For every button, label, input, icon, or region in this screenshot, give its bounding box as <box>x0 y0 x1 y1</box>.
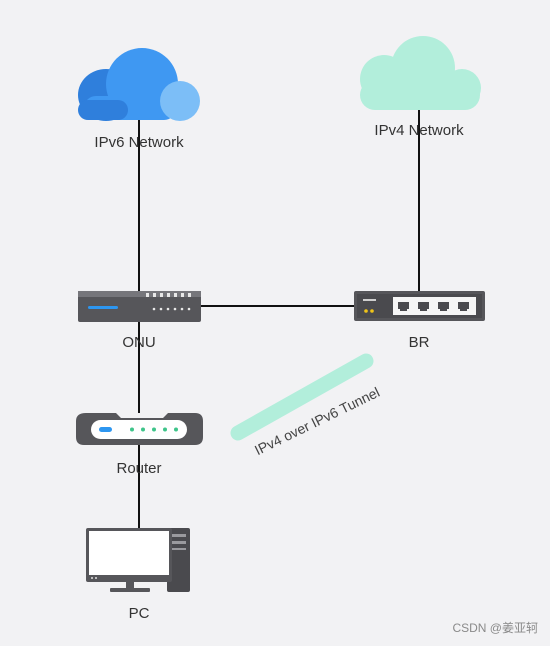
label-router: Router <box>116 460 162 477</box>
ipv4-cloud-icon <box>360 36 481 110</box>
watermark: CSDN @姜亚轲 <box>452 621 538 635</box>
br-switch-icon <box>354 291 485 321</box>
label-br: BR <box>408 334 430 351</box>
ipv6-cloud-icon <box>78 48 200 121</box>
tunnel-bar <box>230 353 374 441</box>
links <box>138 106 420 528</box>
label-ipv4-network: IPv4 Network <box>374 122 464 139</box>
label-onu: ONU <box>122 334 156 351</box>
label-ipv6-network: IPv6 Network <box>94 134 184 151</box>
pc-icon <box>86 528 190 592</box>
onu-device-icon <box>78 291 201 322</box>
router-icon <box>76 413 203 445</box>
label-pc: PC <box>128 605 150 622</box>
